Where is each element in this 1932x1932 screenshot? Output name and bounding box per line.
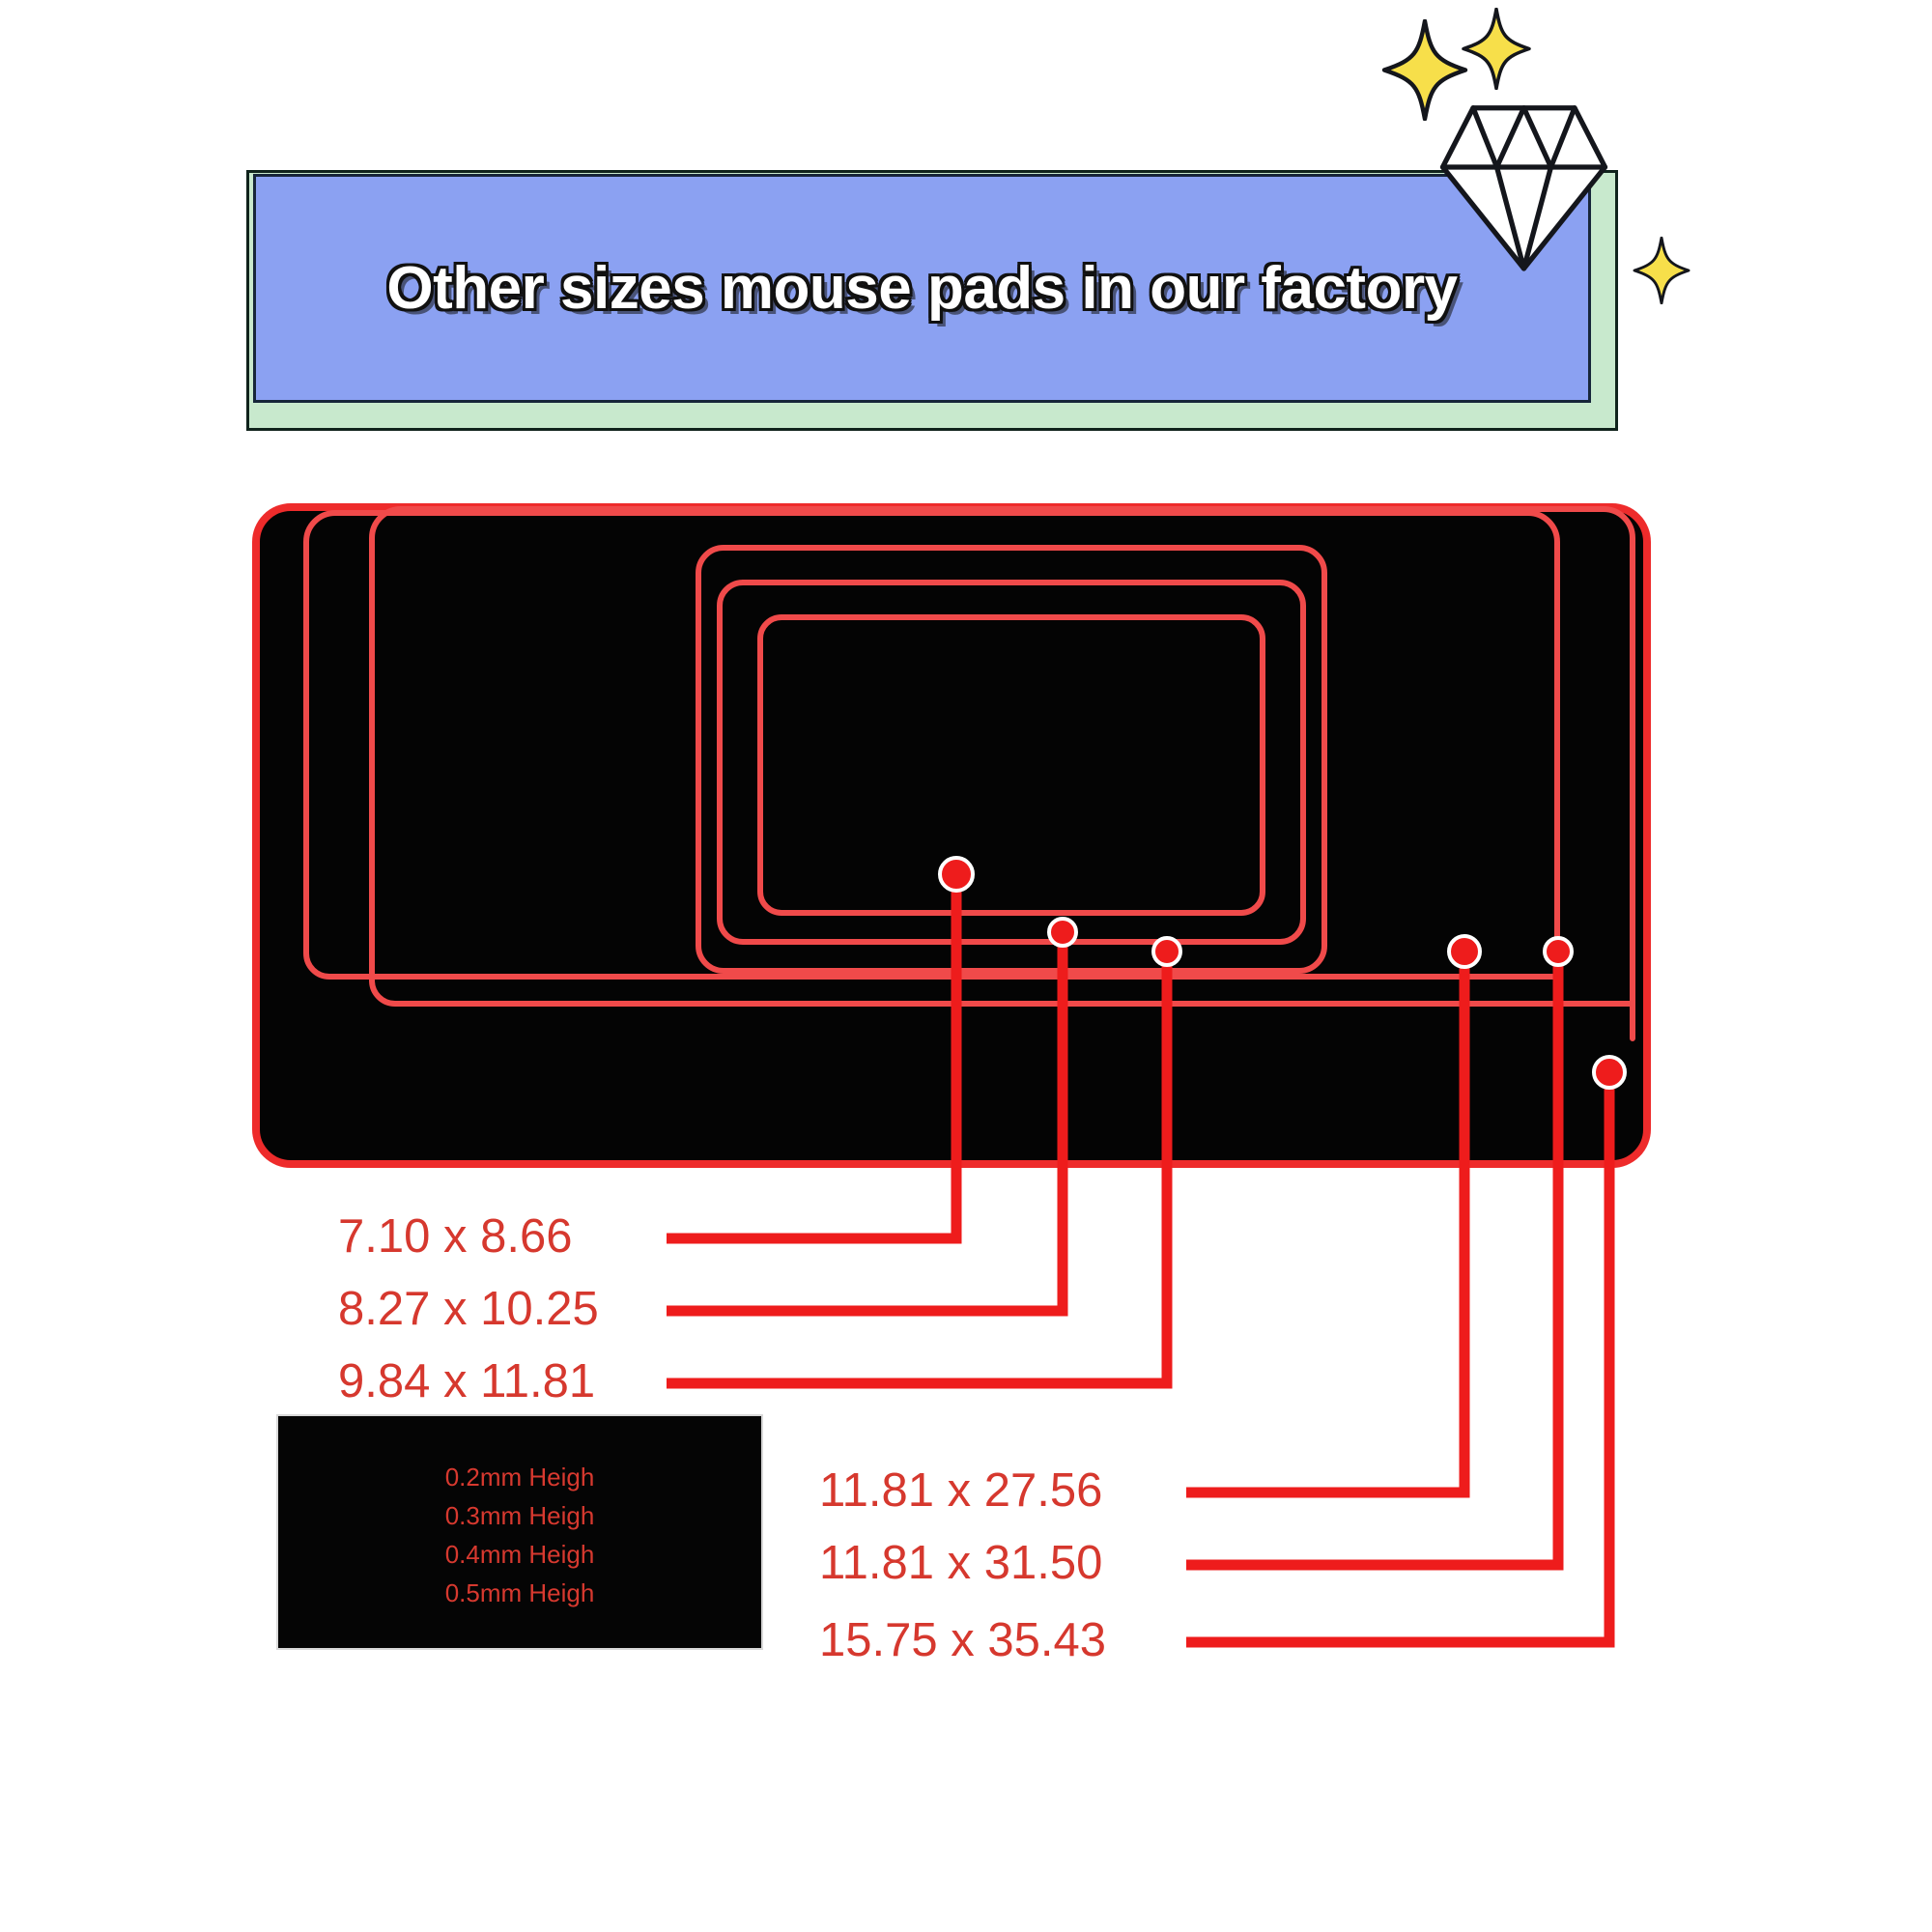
leader-line-2 [667,932,1068,1317]
mousepad-outline-710 [757,614,1265,916]
size-label-3: 9.84 x 11.81 [338,1355,596,1407]
banner-front-panel: Other sizes mouse pads in our factory [253,174,1591,403]
thickness-option-4: 0.5mm Heigh [444,1578,595,1607]
mousepad-outline-984 [696,545,1327,974]
thickness-option-1: 0.2mm Heigh [444,1463,595,1492]
page-title: Other sizes mouse pads in our factory [386,255,1458,322]
size-label-5: 11.81 x 31.50 [819,1537,1103,1589]
leader-line-1 [667,874,962,1244]
size-label-2: 8.27 x 10.25 [338,1283,599,1335]
thickness-option-3: 0.4mm Heigh [444,1540,595,1569]
size-label-4: 11.81 x 27.56 [819,1464,1103,1517]
leader-line-3 [667,952,1173,1389]
leader-line-5 [1186,952,1564,1571]
mousepad-diagram [252,503,1651,1168]
mousepad-outline-27-a [332,510,1560,1041]
size-label-1: 7.10 x 8.66 [338,1210,573,1263]
size-marker-dot-1 [938,856,975,893]
size-marker-dot-2 [1047,917,1078,948]
size-marker-dot-4 [1447,934,1482,969]
mousepad-outline-31 [398,506,1635,1041]
thickness-option-2: 0.3mm Heigh [444,1501,595,1530]
size-label-6: 15.75 x 35.43 [819,1614,1106,1666]
size-marker-dot-6 [1592,1055,1627,1090]
size-marker-dot-3 [1151,936,1182,967]
leader-line-4 [1186,952,1470,1498]
leader-line-6 [1186,1072,1615,1648]
thickness-spec-box: 0.2mm Heigh 0.3mm Heigh 0.4mm Heigh 0.5m… [278,1416,761,1648]
mousepad-outline-27-b [303,510,1560,980]
mousepad-outline-827 [717,580,1306,945]
size-marker-dot-5 [1543,936,1574,967]
